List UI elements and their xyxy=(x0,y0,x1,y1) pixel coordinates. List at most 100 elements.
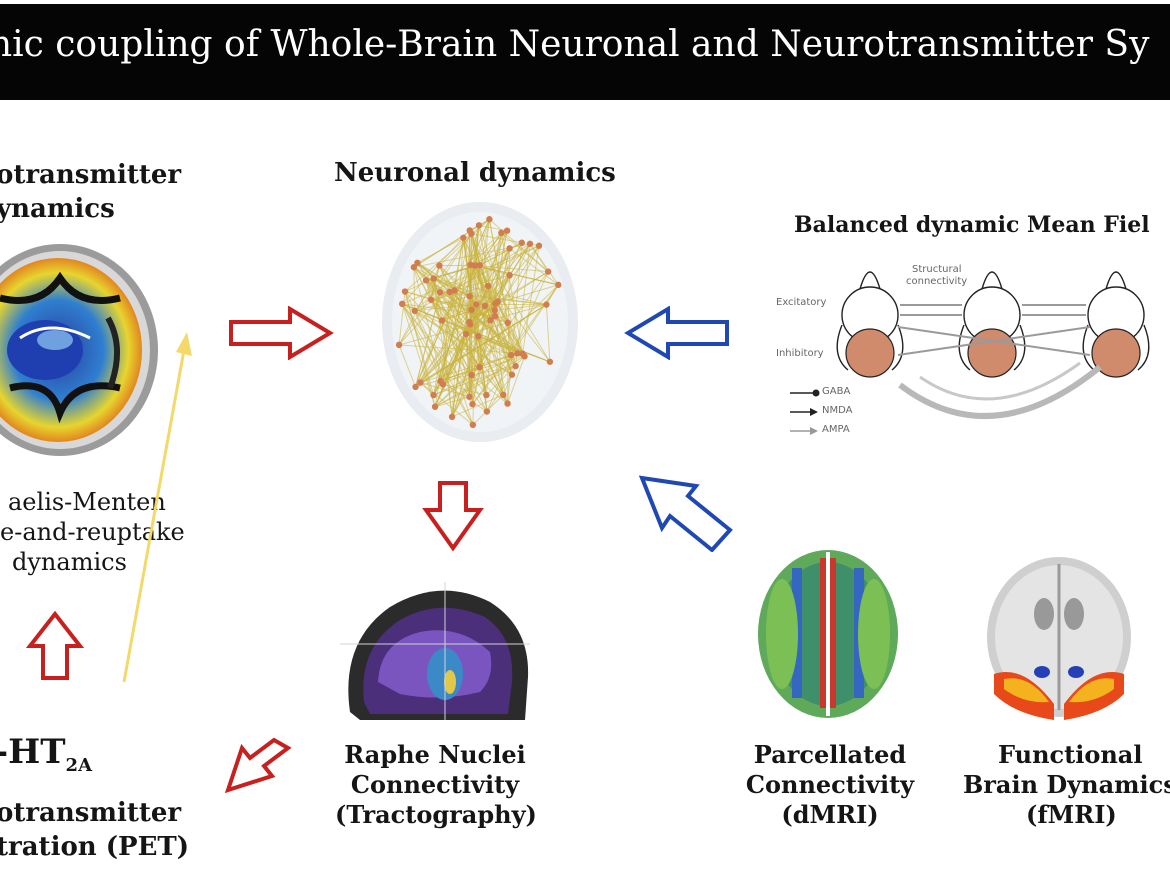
dmri-label-line2: Connectivity xyxy=(745,770,915,799)
network-edge xyxy=(415,304,547,388)
axial-brain-mri-image xyxy=(0,244,158,456)
network-edge xyxy=(486,355,525,396)
raphe-label-line1: Raphe Nuclei xyxy=(344,740,526,769)
structural-connectivity-label-line1: Structural xyxy=(912,264,962,275)
network-edge xyxy=(451,243,531,418)
network-edge xyxy=(462,237,481,368)
network-node xyxy=(466,293,473,300)
network-node xyxy=(504,400,511,407)
network-edge xyxy=(486,374,513,412)
fmri-label-line1: Functional xyxy=(998,740,1143,769)
network-edge xyxy=(522,245,540,354)
dmri-tractography-image xyxy=(758,550,898,718)
network-edge xyxy=(440,230,471,382)
network-edge xyxy=(404,291,474,426)
network-edge xyxy=(404,233,472,292)
network-edge xyxy=(489,218,549,273)
network-node xyxy=(519,350,526,357)
network-edge xyxy=(401,303,488,412)
mean-field-model-diagram xyxy=(790,271,1150,435)
mean-field-title: Balanced dynamic Mean Fiel xyxy=(794,212,1150,238)
network-edge xyxy=(471,374,508,404)
network-edge xyxy=(451,394,504,418)
network-edge xyxy=(439,291,491,321)
receptor-prefix: -HT xyxy=(0,732,66,772)
network-edge xyxy=(545,304,551,362)
network-edge xyxy=(414,310,473,376)
network-node xyxy=(512,362,519,370)
network-node xyxy=(395,341,403,349)
blue-arrow-diagonal xyxy=(638,475,733,552)
network-edge xyxy=(415,320,443,388)
network-node xyxy=(483,408,491,415)
neurotransmitter-dynamics-title-line1: otransmitter xyxy=(0,160,182,190)
network-edge xyxy=(469,225,480,297)
network-node xyxy=(466,393,473,400)
network-node xyxy=(398,300,406,308)
network-node xyxy=(506,272,513,279)
network-edge xyxy=(469,230,504,395)
network-edge xyxy=(415,292,441,388)
network-edge xyxy=(420,382,474,426)
inhibitory-label: Inhibitory xyxy=(776,348,824,359)
fmri-label-line3: (fMRI) xyxy=(1026,800,1117,829)
network-edge xyxy=(474,264,559,286)
blue-arrow-left xyxy=(624,306,729,360)
network-edge xyxy=(434,365,516,408)
network-node xyxy=(466,227,473,234)
network-edge xyxy=(425,280,481,368)
network-node xyxy=(438,317,446,324)
network-edge xyxy=(500,232,524,354)
network-edge xyxy=(494,304,547,311)
fmri-label-line2: Brain Dynamics xyxy=(963,770,1170,799)
network-node xyxy=(526,240,534,247)
network-node xyxy=(518,239,526,246)
network-edge xyxy=(413,267,416,311)
neurotransmitter-dynamics-title-line2: ynamics xyxy=(0,194,115,224)
network-edge xyxy=(398,344,416,388)
network-node xyxy=(469,400,476,408)
network-node xyxy=(514,350,521,357)
network-node xyxy=(427,296,435,303)
network-node xyxy=(486,216,493,223)
network-node xyxy=(507,351,515,359)
network-node xyxy=(411,307,418,315)
network-edge xyxy=(401,237,464,305)
network-edge xyxy=(425,280,473,376)
network-node xyxy=(410,263,418,271)
network-edge xyxy=(465,230,471,334)
network-edge xyxy=(439,292,509,404)
network-edge xyxy=(471,233,551,363)
network-node xyxy=(422,277,430,284)
network-edge xyxy=(470,264,486,307)
legend-nmda: NMDA xyxy=(822,405,853,416)
red-arrow-down xyxy=(422,481,484,552)
network-node xyxy=(471,262,479,269)
michaelis-menten-line3: dynamics xyxy=(12,548,127,576)
network-node xyxy=(469,421,477,429)
network-node xyxy=(436,262,443,269)
network-node xyxy=(483,391,490,399)
network-node xyxy=(508,371,516,378)
network-node xyxy=(481,302,489,310)
network-edge xyxy=(433,278,547,306)
network-node xyxy=(503,227,511,234)
network-node xyxy=(468,371,475,379)
title-banner: mic coupling of Whole-Brain Neuronal and… xyxy=(0,4,1170,100)
network-node xyxy=(476,364,483,371)
network-node xyxy=(494,298,501,305)
network-edge xyxy=(434,305,486,407)
network-node xyxy=(430,391,437,399)
network-node xyxy=(546,358,554,365)
legend-gaba: GABA xyxy=(822,386,851,397)
network-node xyxy=(430,275,437,282)
network-edge xyxy=(401,303,444,385)
network-node xyxy=(417,379,424,386)
network-edge xyxy=(479,242,523,266)
network-edge xyxy=(545,284,559,305)
michaelis-menten-line1: aelis-Menten xyxy=(8,488,166,516)
raphe-label-line3: (Tractography) xyxy=(335,800,537,829)
yellow-arrow-up xyxy=(122,332,192,683)
network-node xyxy=(414,259,421,267)
network-node xyxy=(487,317,494,324)
